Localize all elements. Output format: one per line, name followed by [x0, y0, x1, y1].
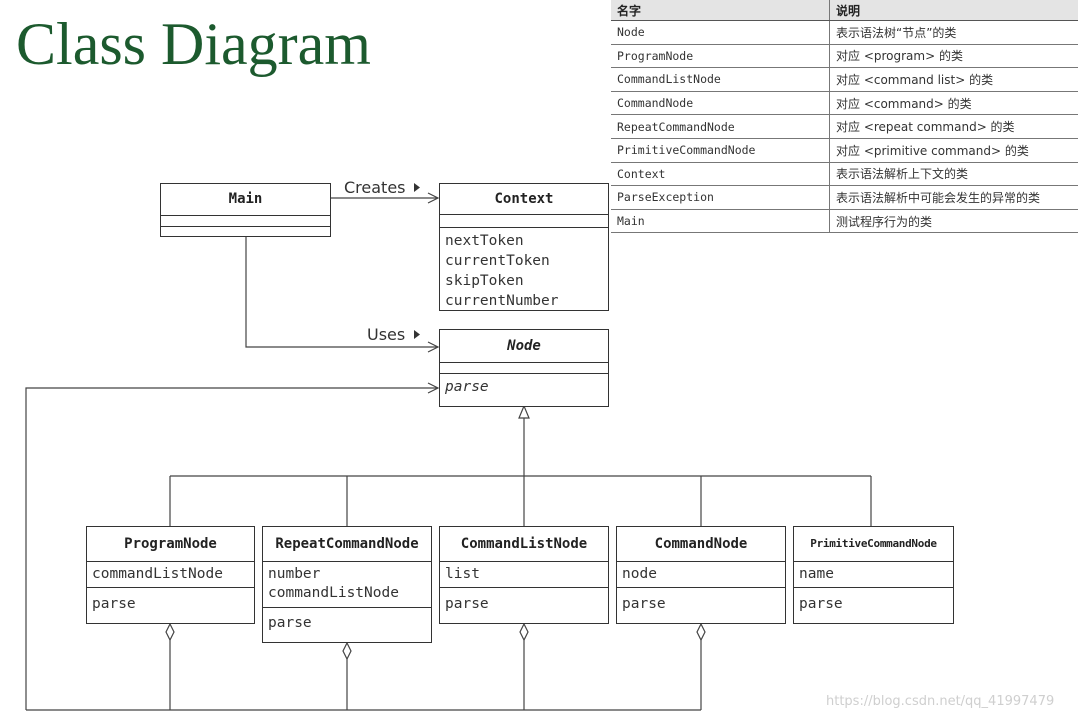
program-node-class-name: ProgramNode	[124, 536, 217, 552]
table-cell-name: CommandListNode	[611, 67, 830, 92]
context-member: skipToken	[445, 273, 524, 289]
repeat-command-node-attributes-section: number commandListNode	[263, 561, 431, 607]
main-class-box: Main	[160, 183, 331, 237]
command-node-methods-section: parse	[617, 587, 785, 614]
node-method-parse: parse	[445, 379, 489, 395]
uses-direction-marker	[414, 330, 420, 339]
program-node-attributes-section: commandListNode	[87, 561, 254, 587]
node-methods-section: parse	[440, 373, 608, 397]
page-title: Class Diagram	[16, 11, 371, 77]
program-node-field: commandListNode	[92, 566, 223, 582]
table-cell-description: 测试程序行为的类	[829, 209, 1078, 234]
table-cell-name: ParseException	[611, 185, 830, 210]
primitive-command-node-class-box: PrimitiveCommandNode name parse	[793, 526, 954, 624]
table-cell-name: RepeatCommandNode	[611, 114, 830, 139]
repeat-command-node-class-name: RepeatCommandNode	[275, 536, 419, 552]
command-list-node-methods-section: parse	[440, 587, 608, 614]
node-class-box: Node parse	[439, 329, 609, 407]
node-attributes-section	[440, 362, 608, 373]
command-node-attributes-section: node	[617, 561, 785, 587]
context-methods-section: nextToken currentToken skipToken current…	[440, 227, 608, 311]
table-cell-name: ProgramNode	[611, 44, 830, 69]
command-list-node-field: list	[445, 566, 480, 582]
repeat-command-node-method: parse	[268, 615, 312, 631]
column-header-description: 说明	[829, 0, 1078, 21]
context-class-box: Context nextToken currentToken skipToken…	[439, 183, 609, 311]
uses-label: Uses	[367, 325, 406, 344]
table-cell-name: PrimitiveCommandNode	[611, 138, 830, 163]
primitive-command-node-method: parse	[799, 596, 843, 612]
repeat-command-node-class-box: RepeatCommandNode number commandListNode…	[262, 526, 432, 643]
table-cell-description: 对应 <program> 的类	[829, 44, 1078, 69]
table-cell-description: 表示语法解析中可能会发生的异常的类	[829, 185, 1078, 210]
primitive-command-node-class-name: PrimitiveCommandNode	[810, 537, 937, 550]
repeat-command-node-field: commandListNode	[268, 585, 399, 601]
command-list-node-class-name: CommandListNode	[460, 536, 588, 552]
command-list-node-attributes-section: list	[440, 561, 608, 587]
table-cell-description: 对应 <command> 的类	[829, 91, 1078, 116]
program-node-methods-section: parse	[87, 587, 254, 614]
main-attributes-section	[161, 215, 330, 226]
context-attributes-section	[440, 214, 608, 227]
aggregation-return-arrowhead	[427, 382, 440, 394]
creates-arrowhead	[427, 192, 440, 204]
main-class-name: Main	[228, 191, 263, 207]
command-node-method: parse	[622, 596, 666, 612]
aggregation-diamond-commandlist	[519, 622, 529, 642]
column-header-name: 名字	[611, 0, 830, 21]
repeat-command-node-field: number	[268, 566, 321, 582]
context-member: currentToken	[445, 253, 550, 269]
command-node-field: node	[622, 566, 657, 582]
node-class-name: Node	[507, 338, 541, 354]
context-member: nextToken	[445, 233, 524, 249]
table-cell-description: 表示语法树“节点”的类	[829, 20, 1078, 45]
table-cell-name: CommandNode	[611, 91, 830, 116]
program-node-class-box: ProgramNode commandListNode parse	[86, 526, 255, 624]
table-cell-name: Context	[611, 162, 830, 187]
table-cell-name: Node	[611, 20, 830, 45]
table-cell-description: 对应 <command list> 的类	[829, 67, 1078, 92]
repeat-command-node-methods-section: parse	[263, 607, 431, 633]
aggregation-diamond-repeat	[342, 641, 352, 661]
primitive-command-node-attributes-section: name	[794, 561, 953, 587]
uses-association-line	[245, 236, 438, 348]
table-cell-name: Main	[611, 209, 830, 234]
program-node-method: parse	[92, 596, 136, 612]
primitive-command-node-methods-section: parse	[794, 587, 953, 614]
table-cell-description: 对应 <primitive command> 的类	[829, 138, 1078, 163]
watermark: https://blog.csdn.net/qq_41997479	[826, 694, 1055, 709]
table-cell-description: 对应 <repeat command> 的类	[829, 114, 1078, 139]
creates-label: Creates	[344, 178, 406, 197]
aggregation-return-line	[25, 387, 438, 710]
context-member: currentNumber	[445, 293, 559, 309]
command-list-node-method: parse	[445, 596, 489, 612]
aggregation-diamond-command	[696, 622, 706, 642]
inheritance-triangle	[518, 404, 530, 419]
command-node-class-box: CommandNode node parse	[616, 526, 786, 624]
command-node-class-name: CommandNode	[654, 536, 748, 552]
command-list-node-class-box: CommandListNode list parse	[439, 526, 609, 624]
creates-direction-marker	[414, 183, 420, 192]
table-header-row: 名字 说明	[611, 0, 1078, 21]
primitive-command-node-field: name	[799, 566, 834, 582]
aggregation-diamond-program	[165, 622, 175, 642]
table-cell-description: 表示语法解析上下文的类	[829, 162, 1078, 187]
uses-arrowhead	[427, 341, 440, 353]
main-methods-section	[161, 226, 330, 237]
context-class-name: Context	[494, 191, 554, 207]
